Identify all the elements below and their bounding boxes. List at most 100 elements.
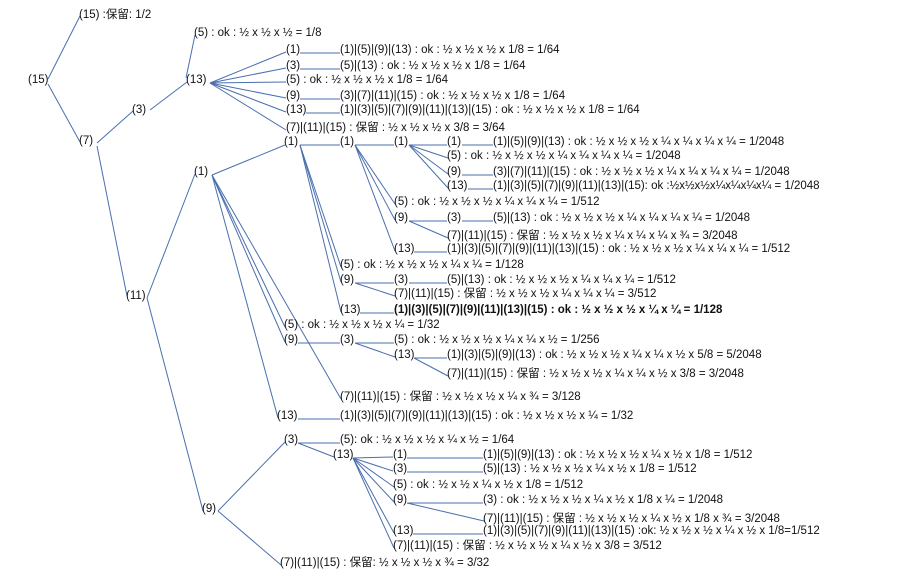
- tree-edge: [408, 220, 449, 239]
- tree-edge: [185, 34, 196, 79]
- tree-edge: [352, 457, 394, 472]
- tree-edge: [408, 144, 449, 159]
- tree-edge: [211, 174, 286, 328]
- tree-edge: [299, 144, 342, 313]
- outcome-label: (7)|(11)|(15) : 保留 : ½ x ½ x ½ x ¼ x ½ x…: [483, 513, 780, 525]
- tree-edge: [209, 82, 287, 131]
- tree-node: (3): [284, 434, 299, 446]
- tree-edge: [297, 442, 335, 458]
- tree-node: (13): [394, 243, 415, 255]
- tree-node: (9): [284, 334, 299, 346]
- tree-node: (3): [340, 334, 355, 346]
- tree-edge: [209, 67, 287, 84]
- tree-edge: [209, 81, 287, 84]
- tree-edge: [217, 441, 286, 512]
- outcome-label: (5) : ok : ½ x ½ x ½ = 1/8: [194, 27, 322, 39]
- outcome-label: (1)|(3)|(5)|(7)|(9)|(11)|(13)|(15) : ok …: [340, 104, 640, 116]
- tree-edge: [352, 457, 395, 488]
- tree-edge: [406, 502, 485, 522]
- outcome-label: (5) : ok : ½ x ½ x ½ x ¼ x ¼ x ½ = 1/256: [394, 334, 600, 346]
- tree-edge: [408, 144, 449, 175]
- outcome-label: (7)|(11)|(15) : 保留 : ½ x ½ x ½ x ¼ x ¾ =…: [340, 391, 581, 403]
- tree-node: (7): [79, 135, 94, 147]
- outcome-label: (5) : ok : ½ x ½ x ½ x ¼ = 1/32: [284, 319, 440, 331]
- outcome-label: (5)|(13) : ok : ½ x ½ x ½ x 1/8 = 1/64: [340, 60, 526, 72]
- outcome-label: (1)|(3)|(5)|(7)|(9)|(11)|(13)|(15) :ok: …: [483, 525, 820, 537]
- outcome-label: (1)|(3)|(5)|(7)|(9)|(11)|(13)|(15) : ok …: [340, 410, 634, 422]
- outcome-label: (1)|(3)|(5)|(7)|(9)|(11)|(13)|(15): ok :…: [493, 180, 820, 192]
- outcome-label: (5)|(13) : ½ x ½ x ½ x ¼ x ½ x 1/8 = 1/5…: [483, 463, 697, 475]
- tree-node: (1): [447, 136, 462, 148]
- tree-edge: [47, 15, 81, 80]
- tree-edge: [209, 51, 287, 84]
- outcome-label: (7)|(11)|(15) : 保留 : ½ x ½ x ½ x ¼ x ¼ x…: [447, 368, 744, 380]
- tree-node: (9): [447, 166, 462, 178]
- outcome-label: (1)|(5)|(9)|(13) : ok : ½ x ½ x ½ x 1/8 …: [340, 44, 560, 56]
- outcome-label: (5) : ok : ½ x ½ x ½ x ¼ x ¼ x ¼ = 1/512: [394, 196, 600, 208]
- outcome-label: (3)|(7)|(11)|(15) : ok : ½ x ½ x ½ x 1/8…: [340, 90, 566, 102]
- tree-edge: [211, 174, 279, 419]
- tree-edge: [146, 297, 204, 512]
- outcome-label: (5)|(13) : ok : ½ x ½ x ½ x ¼ x ¼ x ¼ x …: [493, 212, 751, 224]
- tree-node: (9): [202, 503, 217, 515]
- tree-node: (9): [394, 212, 409, 224]
- tree-edge: [354, 144, 396, 252]
- tree-edge: [149, 81, 188, 111]
- tree-node: (3): [394, 274, 409, 286]
- outcome-label: (1)|(5)|(9)|(13) : ok : ½ x ½ x ½ x ¼ x …: [483, 449, 753, 461]
- outcome-label: (7)|(11)|(15) : 保留 : ½ x ½ x ½ x 3/8 = 3…: [286, 122, 505, 134]
- tree-node: (9): [393, 494, 408, 506]
- tree-edge: [354, 144, 396, 205]
- tree-node: (13): [394, 349, 415, 361]
- tree-node: (13): [333, 449, 354, 461]
- outcome-label: (7)|(11)|(15) : 保留 : ½ x ½ x ½ x ¼ x ¼ x…: [447, 230, 738, 242]
- tree-node: (11): [126, 290, 146, 302]
- tree-node: (13): [286, 104, 307, 116]
- tree-edge: [217, 510, 282, 566]
- tree-edge: [352, 456, 394, 459]
- outcome-label: (3)|(7)|(11)|(15) : ok : ½ x ½ x ½ x ¼ x…: [493, 166, 790, 178]
- tree-node: (13): [393, 525, 414, 537]
- outcome-label: (5)|(13) : ok : ½ x ½ x ½ x ¼ x ¼ x ¼ = …: [447, 274, 676, 286]
- tree-edge: [413, 357, 449, 377]
- outcome-label: (5) : ok : ½ x ½ x ½ x ¼ x ¼ x ¼ x ¼ = 1…: [447, 150, 681, 162]
- tree-node: (13): [277, 410, 298, 422]
- outcome-label: (7)|(11)|(15) : 保留 : ½ x ½ x ½ x ¼ x ½ x…: [393, 540, 662, 552]
- tree-edge: [299, 144, 342, 283]
- outcome-label: (1)|(3)|(5)|(7)|(9)|(11)|(13)|(15) : ok …: [447, 243, 791, 255]
- tree-node: (3): [132, 104, 147, 116]
- tree-node: (1): [286, 44, 301, 56]
- outcome-label: (5): ok : ½ x ½ x ½ x ¼ x ½ = 1/64: [340, 434, 515, 446]
- tree-edge: [211, 174, 286, 343]
- tree-edge: [96, 145, 128, 297]
- tree-edge: [211, 144, 286, 176]
- outcome-label: (1)|(3)|(5)|(7)|(9)|(11)|(13)|(15) : ok …: [394, 304, 723, 316]
- tree-edge: [209, 82, 287, 113]
- tree-node: (13): [186, 74, 207, 86]
- tree-node: (1): [194, 166, 209, 178]
- tree-edge: [146, 173, 196, 299]
- tree-node: (3): [286, 60, 301, 72]
- tree-edge: [47, 83, 81, 143]
- tree-edge: [352, 457, 395, 534]
- tree-edge: [96, 110, 134, 144]
- outcome-label: (1)|(5)|(9)|(13) : ok : ½ x ½ x ½ x ¼ x …: [493, 136, 785, 148]
- outcome-label: (7)|(11)|(15) : 保留 : ½ x ½ x ½ x ¼ x ¼ x…: [394, 288, 657, 300]
- tree-node: (15): [28, 74, 49, 86]
- tree-node: (9): [286, 90, 301, 102]
- tree-node: (9): [340, 274, 355, 286]
- tree-edge: [354, 144, 396, 221]
- outcome-label: (15) :保留: 1/2: [79, 9, 152, 21]
- outcome-label: (5) : ok : ½ x ½ x ½ x 1/8 = 1/64: [286, 74, 449, 86]
- tree-edge: [354, 342, 396, 358]
- outcome-label: (7)|(11)|(15) : 保留: ½ x ½ x ½ x ¾ = 3/32: [280, 557, 490, 569]
- tree-node: (3): [393, 463, 408, 475]
- outcome-label: (1)|(3)|(5)|(9)|(13) : ok : ½ x ½ x ½ x …: [447, 349, 762, 361]
- tree-node: (3): [447, 212, 462, 224]
- tree-edge: [352, 457, 395, 503]
- tree-edge: [352, 457, 395, 549]
- tree-edge: [408, 144, 449, 189]
- outcome-label: (5) : ok : ½ x ½ x ½ x ¼ x ¼ = 1/128: [340, 259, 524, 271]
